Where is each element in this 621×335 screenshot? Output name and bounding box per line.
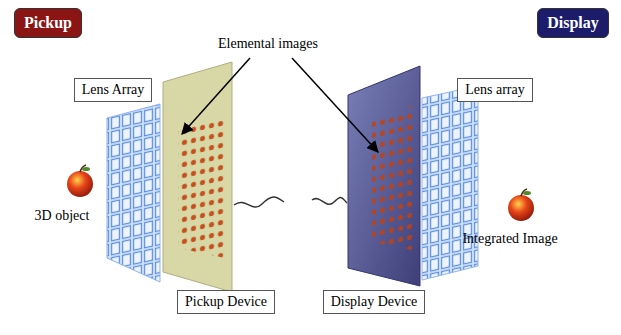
display-cable: [312, 197, 347, 204]
leader-arrow: [182, 58, 250, 134]
leader-arrow: [292, 58, 378, 152]
display-elemental-images: [372, 106, 412, 250]
box-text: Lens Array: [82, 82, 145, 98]
display-device-panel: [348, 66, 420, 286]
figure-label: Elemental images: [218, 36, 318, 52]
pickup-cable: [234, 197, 284, 207]
section-badge: Pickup: [14, 8, 82, 38]
section-badge: Display: [537, 8, 609, 38]
integrated-image-apple: [508, 189, 534, 221]
display-lens-array: [422, 86, 478, 280]
part-label-box: Display Device: [323, 290, 426, 314]
3d-object-apple: [67, 165, 93, 197]
part-label-box: Lens Array: [74, 78, 153, 102]
box-text: Display: [547, 14, 599, 32]
part-label-box: Pickup Device: [177, 290, 275, 314]
figure-label: Integrated Image: [462, 231, 557, 247]
pickup-lens-array: [107, 104, 160, 282]
box-text: Pickup Device: [185, 294, 267, 310]
part-label-box: Lens array: [457, 78, 532, 102]
box-text: Pickup: [24, 14, 72, 32]
pickup-device-panel: [163, 62, 232, 292]
box-text: Lens array: [465, 82, 524, 98]
box-text: Display Device: [331, 294, 418, 310]
pickup-elemental-images: [178, 116, 225, 258]
figure-label: 3D object: [35, 208, 90, 224]
